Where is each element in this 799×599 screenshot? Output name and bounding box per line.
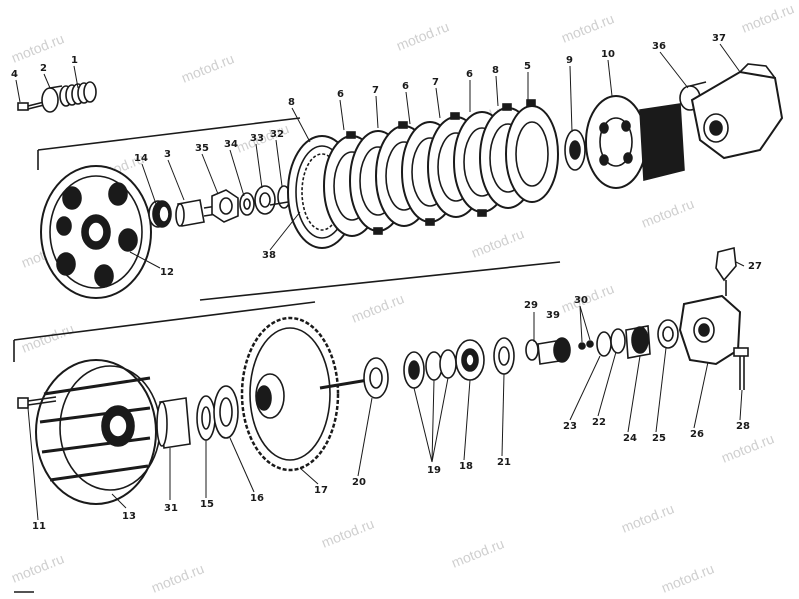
label-part-27: 27 xyxy=(748,261,762,272)
label-part-34: 34 xyxy=(224,139,238,150)
label-part-15: 15 xyxy=(200,499,214,510)
label-part-21: 21 xyxy=(497,457,511,468)
part-19-rings xyxy=(403,349,457,389)
label-part-23: 23 xyxy=(563,421,577,432)
label-part-8: 8 xyxy=(492,65,499,76)
part-24-piston xyxy=(625,325,651,359)
part-20-shaft xyxy=(319,357,389,399)
label-part-37: 37 xyxy=(712,33,726,44)
label-part-24: 24 xyxy=(623,433,637,444)
part-21-ring xyxy=(493,337,515,375)
part-10-drive-gear xyxy=(585,95,685,189)
part-2-plate xyxy=(41,85,63,113)
label-part-3: 3 xyxy=(164,149,171,160)
part-16-bearing xyxy=(213,385,239,439)
label-part-20: 20 xyxy=(352,477,366,488)
part-25-seal xyxy=(657,319,679,349)
part-26-slave-cylinder xyxy=(678,294,742,366)
part-30-balls xyxy=(578,340,594,350)
part-22-23-cups xyxy=(596,328,626,357)
part-11-bolt xyxy=(17,396,57,409)
label-part-26: 26 xyxy=(690,429,704,440)
label-part-18: 18 xyxy=(459,461,473,472)
part-14-ring xyxy=(148,200,172,228)
part-9-spacer xyxy=(564,129,586,171)
part-29-39-pushrod-end xyxy=(525,337,571,365)
label-part-12: 12 xyxy=(160,267,174,278)
label-part-29: 29 xyxy=(524,300,538,311)
part-12-pressure-plate xyxy=(40,165,152,299)
label-part-39: 39 xyxy=(546,310,560,321)
label-part-33: 33 xyxy=(250,133,264,144)
part-3-pushrod xyxy=(175,199,231,227)
part-31-sleeve xyxy=(156,397,191,449)
part-17-primary-gear xyxy=(240,316,340,472)
label-part-14: 14 xyxy=(134,153,148,164)
part-37-housing xyxy=(690,63,784,160)
leader-lines xyxy=(15,43,745,521)
label-part-35: 35 xyxy=(195,143,209,154)
label-part-6: 6 xyxy=(466,69,473,80)
label-part-17: 17 xyxy=(314,485,328,496)
label-part-2: 2 xyxy=(40,63,47,74)
label-part-5: 5 xyxy=(524,61,531,72)
part-1-spring xyxy=(59,81,97,107)
label-part-22: 22 xyxy=(592,417,606,428)
part-35-nut xyxy=(211,189,239,223)
label-part-4: 4 xyxy=(11,69,18,80)
label-part-11: 11 xyxy=(32,521,46,532)
label-part-10: 10 xyxy=(601,49,615,60)
label-part-32: 32 xyxy=(270,129,284,140)
label-part-7: 7 xyxy=(432,77,439,88)
group-bracket-upper xyxy=(37,117,561,301)
label-part-30: 30 xyxy=(574,295,588,306)
label-part-8: 8 xyxy=(288,97,295,108)
label-part-28: 28 xyxy=(736,421,750,432)
part-4-bolt xyxy=(17,101,45,111)
label-part-25: 25 xyxy=(652,433,666,444)
part-18-bearing xyxy=(455,339,485,381)
label-part-31: 31 xyxy=(164,503,178,514)
part-15-washer xyxy=(196,395,216,441)
part-33-bearing xyxy=(254,185,276,215)
label-part-6: 6 xyxy=(402,81,409,92)
label-part-7: 7 xyxy=(372,85,379,96)
part-27-bleed-nipple xyxy=(715,247,737,296)
clutch-plate-stack xyxy=(323,99,559,237)
part-28-bolt xyxy=(733,347,749,390)
label-part-19: 19 xyxy=(427,465,441,476)
label-part-9: 9 xyxy=(566,55,573,66)
label-part-16: 16 xyxy=(250,493,264,504)
label-part-36: 36 xyxy=(652,41,666,52)
label-part-38: 38 xyxy=(262,250,276,261)
label-part-1: 1 xyxy=(71,55,78,66)
label-part-6: 6 xyxy=(337,89,344,100)
part-13-clutch-basket xyxy=(35,359,161,505)
label-part-13: 13 xyxy=(122,511,136,522)
part-34-washer xyxy=(239,192,255,216)
group-bracket-lower xyxy=(13,301,316,593)
